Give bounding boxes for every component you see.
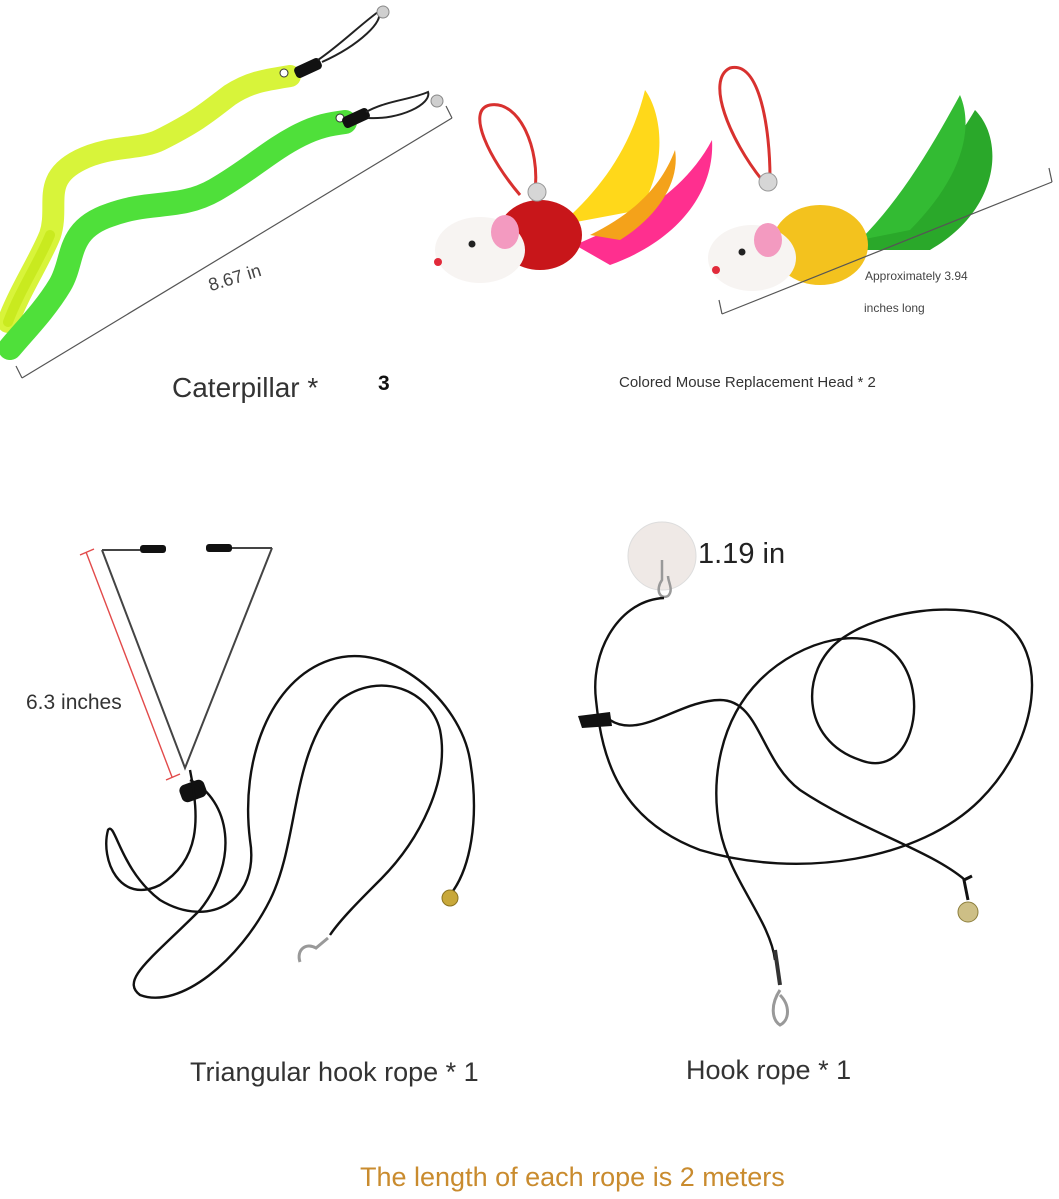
suction-cup <box>627 521 697 591</box>
triangle-length-label: 6.3 inches <box>26 691 122 714</box>
red-string-loop <box>718 65 772 181</box>
caterpillar-label: Caterpillar * <box>172 372 319 403</box>
triangle-measure-line <box>79 548 181 781</box>
mouse-toy-yellow <box>708 65 993 291</box>
triangular-rope-label: Triangular hook rope * 1 <box>190 1057 479 1087</box>
bell-icon <box>441 889 459 907</box>
mouse-length-label-line2: inches long <box>864 301 925 315</box>
suction-size-label: 1.19 in <box>698 538 786 570</box>
mouse-measure-line <box>718 167 1053 315</box>
caterpillar-measure-line <box>15 105 453 379</box>
mouse-label: Colored Mouse Replacement Head * 2 <box>619 374 876 391</box>
caterpillar-toys <box>0 5 444 360</box>
hook-rope <box>578 521 1034 1027</box>
mouse-length-label-line1: Approximately 3.94 <box>865 269 968 283</box>
bell-icon <box>527 182 547 202</box>
caterpillar-count: 3 <box>378 372 390 395</box>
red-string-loop <box>478 103 538 196</box>
bell-icon <box>957 901 979 923</box>
rope-length-note: The length of each rope is 2 meters <box>360 1162 785 1192</box>
bell-icon <box>376 5 390 19</box>
mouse-toy-red <box>434 90 713 283</box>
bell-icon <box>430 94 444 108</box>
green-caterpillar <box>0 110 357 360</box>
hook-rope-label: Hook rope * 1 <box>686 1055 852 1085</box>
bell-icon <box>758 172 778 192</box>
triangular-hook-rope <box>101 544 476 999</box>
